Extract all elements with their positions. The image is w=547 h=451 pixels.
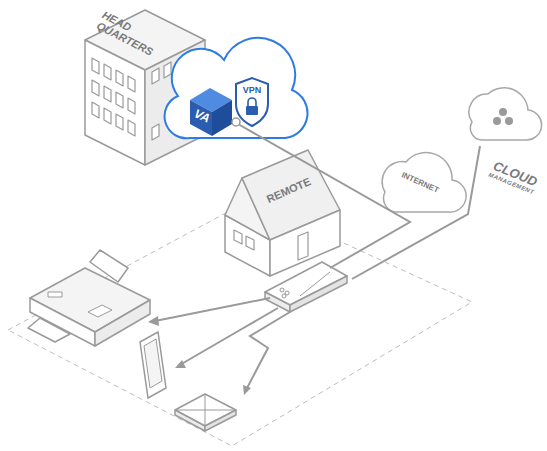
wires xyxy=(150,124,480,392)
wire-end xyxy=(232,118,240,126)
node-label: VPN xyxy=(243,86,262,95)
house xyxy=(225,150,340,276)
access-point xyxy=(175,394,236,431)
vpn-shield xyxy=(236,78,268,126)
cloud-label: CLOUDMANAGEMENT xyxy=(480,150,547,204)
internet-cloud xyxy=(382,153,466,213)
node-label: VA xyxy=(192,107,212,125)
router xyxy=(265,262,347,312)
management-cloud xyxy=(469,88,542,140)
vpn-cloud xyxy=(165,38,308,138)
shield-node: VPN xyxy=(238,84,266,98)
printer xyxy=(28,250,150,346)
region-outline xyxy=(8,200,472,446)
phone xyxy=(140,332,166,398)
va-cube xyxy=(190,88,232,136)
